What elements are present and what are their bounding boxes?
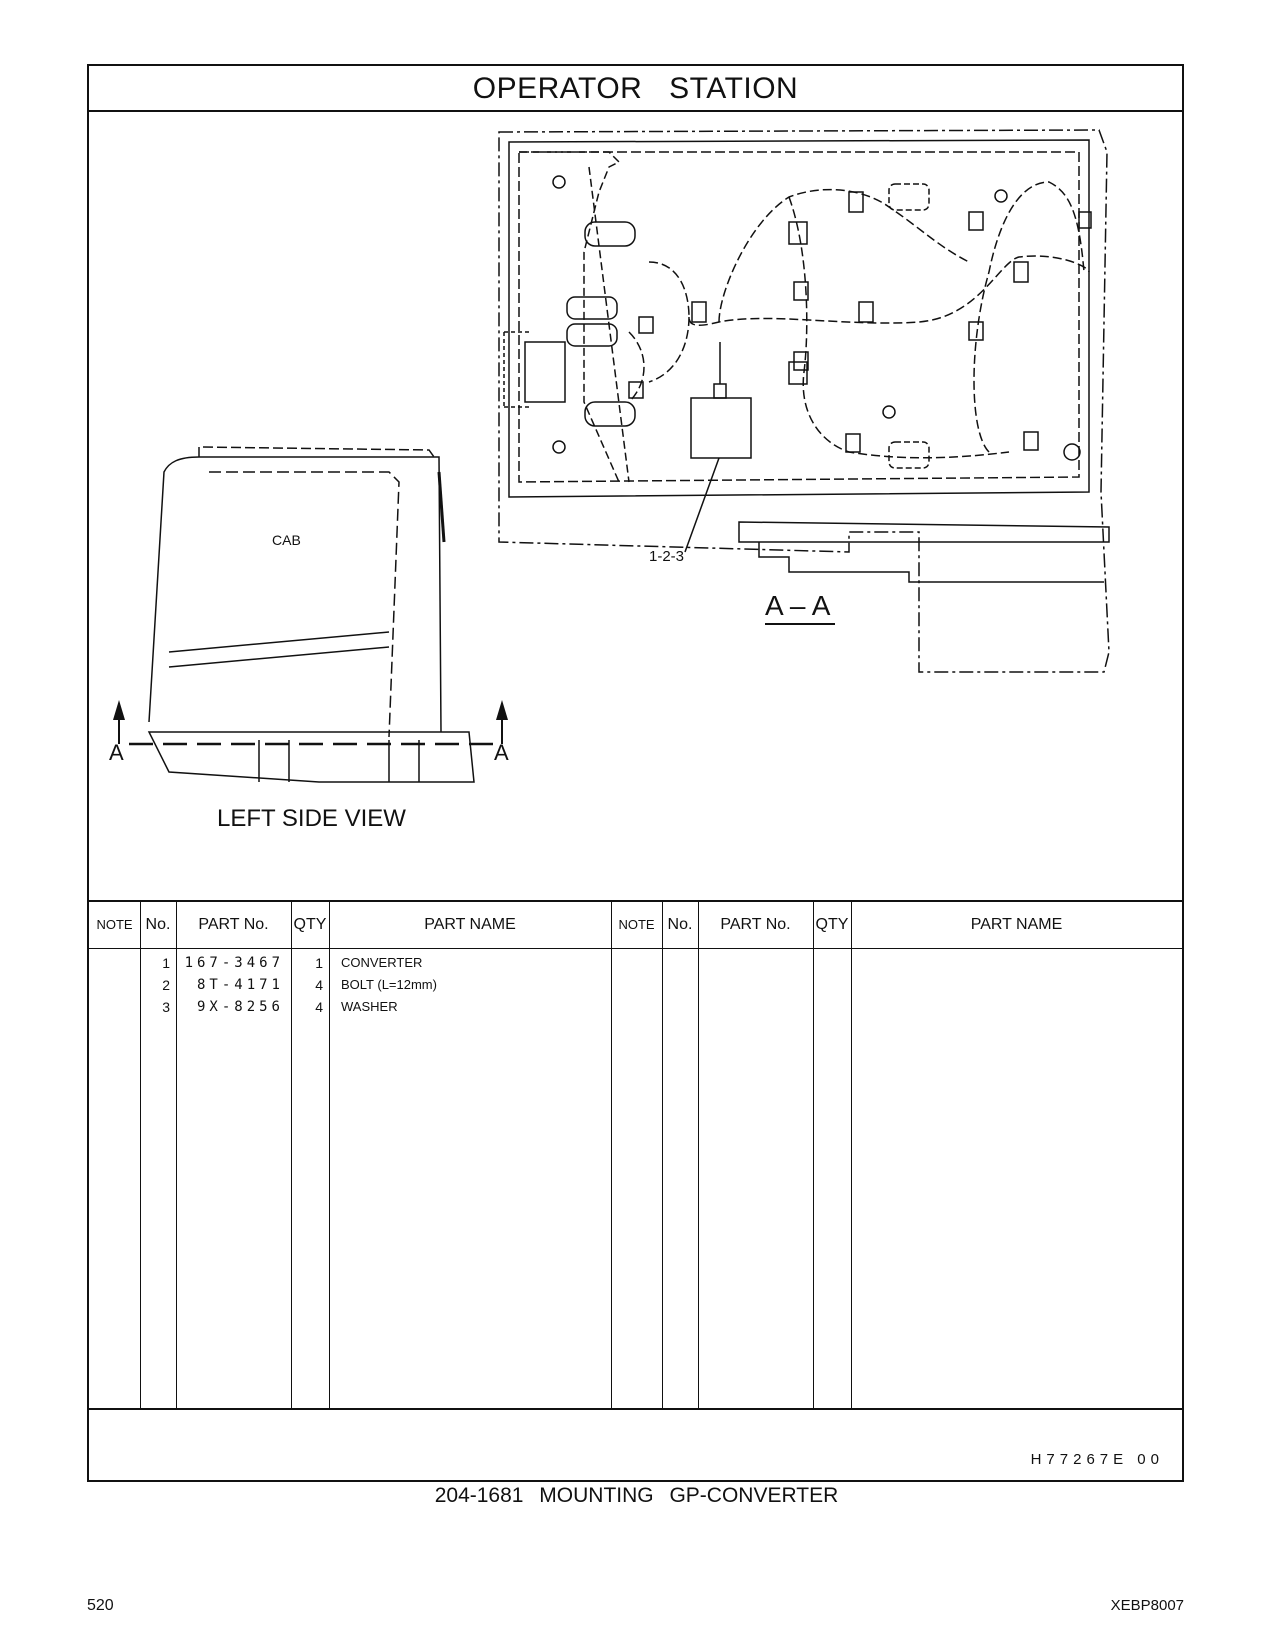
header-note-left: NOTE [96,917,133,932]
section-label: A – A [765,590,831,621]
parts-illustration: CAB 1-2-3 A – A A A LEFT SIDE VIEW [89,112,1182,900]
illustration-code: H77267E 00 [1030,1451,1164,1468]
row-2-part-no: 8T-4171 [196,977,284,993]
header-part-name-right: PART NAME [970,916,1063,933]
page-title: OPERATOR STATION [89,66,1182,112]
page-number: 520 [87,1597,114,1614]
row-1-qty: 1 [315,955,323,971]
header-qty-left: QTY [293,916,327,933]
header-no-right: No. [667,916,693,933]
row-2-no: 2 [162,977,170,993]
callout-label: 1-2-3 [649,548,685,565]
row-3-qty: 4 [315,999,323,1015]
header-part-no-right: PART No. [720,916,791,933]
section-marker-right: A [494,740,509,765]
group-title: 204-1681 MOUNTING GP-CONVERTER [434,1484,839,1507]
publication-number: XEBP8007 [1110,1597,1184,1614]
row-3-part-no: 9X-8256 [196,999,284,1015]
operator-station-drawing [113,129,1110,783]
row-1-name: CONVERTER [341,955,423,970]
illustration-footer: H77267E 00 [89,1408,1182,1480]
left-side-view-label: LEFT SIDE VIEW [217,805,406,832]
header-part-name-left: PART NAME [424,916,516,933]
row-1-no: 1 [162,955,170,971]
header-qty-right: QTY [815,916,849,933]
row-3-name: WASHER [341,999,398,1014]
parts-frame: OPERATOR STATION [87,64,1184,1482]
row-2-name: BOLT (L=12mm) [341,977,437,992]
header-note-right: NOTE [618,917,655,932]
header-part-no-left: PART No. [198,916,269,933]
header-no-left: No. [145,916,171,933]
cab-label: CAB [272,532,301,548]
row-3-no: 3 [162,999,170,1015]
row-2-qty: 4 [315,977,323,993]
row-1-part-no: 167-3467 [184,955,284,971]
parts-table: NOTE No. PART No. QTY PART NAME NOTE No.… [89,900,1182,1408]
section-marker-left: A [109,740,124,765]
